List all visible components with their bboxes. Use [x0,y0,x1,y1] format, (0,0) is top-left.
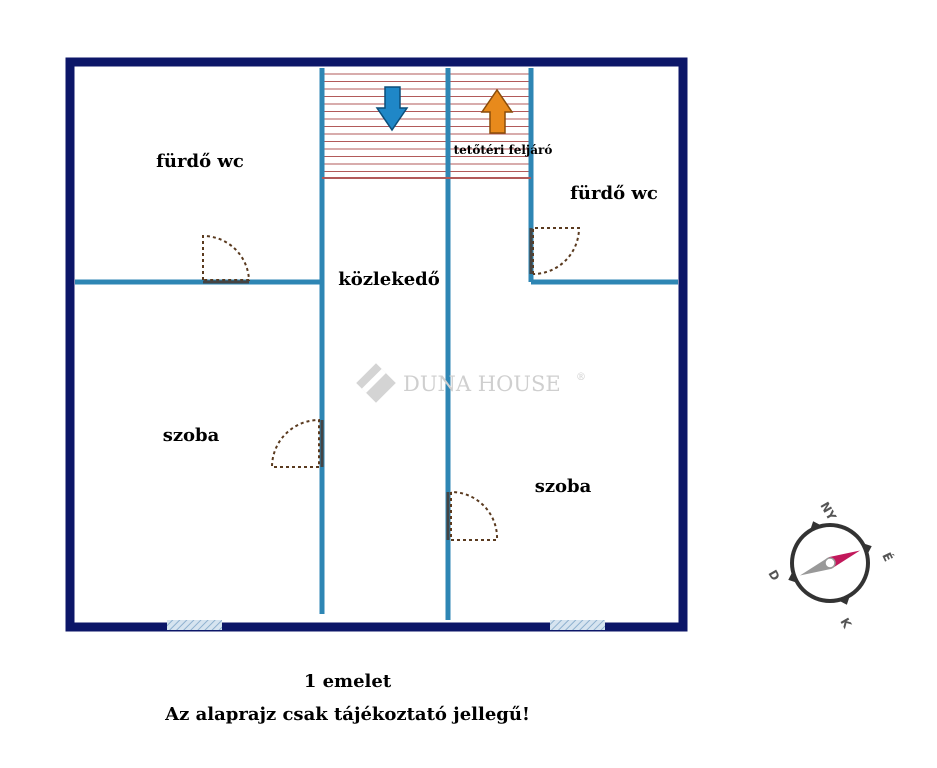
stairs [324,73,529,172]
caption-note: Az alaprajz csak tájékoztató jellegű! [165,704,530,725]
compass-needle [828,550,861,569]
compass-n: NY [817,500,839,523]
label-room-left: szoba [163,425,220,446]
duna-house-logo-icon [356,363,396,403]
arrow-down-icon [375,86,409,132]
arrow-up-icon [480,88,514,134]
label-bath-right: fürdő wc [570,183,658,204]
window-right [550,620,605,630]
outer-wall [65,57,688,632]
door-room-right [450,490,499,541]
window-left [167,620,222,630]
compass-s: K [837,616,854,632]
door-bath-left [202,234,251,281]
watermark-text: DUNA HOUSE [403,372,561,396]
label-stairs: tetőtéri feljáró [454,143,553,157]
label-bath-left: fürdő wc [156,151,244,172]
caption-floor: 1 emelet [303,671,392,692]
door-room-left [270,418,320,468]
compass-icon: NY É K D [765,500,896,632]
label-room-right: szoba [535,476,592,497]
door-bath-right [532,227,581,275]
watermark: DUNA HOUSE ® [356,363,586,403]
label-corridor: közlekedő [338,269,440,290]
compass-w: D [765,568,782,584]
watermark-registered: ® [576,372,586,383]
compass-e: É [879,550,896,564]
